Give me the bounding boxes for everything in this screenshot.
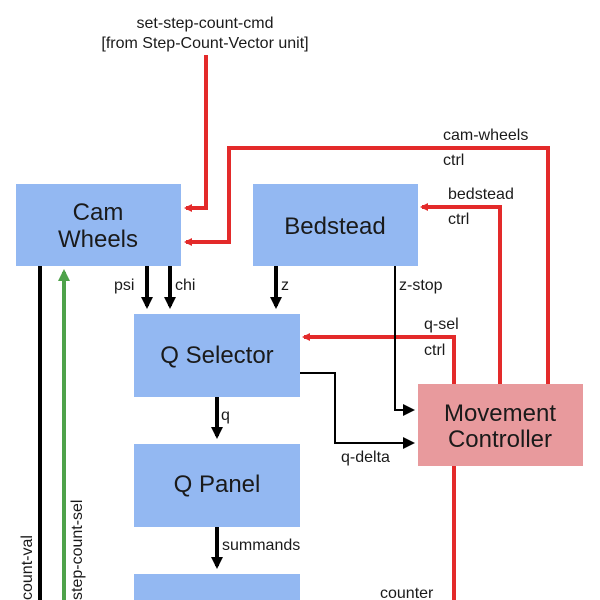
- z-label: z: [281, 277, 289, 294]
- cam-wheels-ctrl-label-line1: cam-wheels: [443, 127, 528, 144]
- movement-controller-label-line2: Controller: [448, 426, 552, 453]
- movement-controller-label-line1: Movement: [444, 400, 556, 427]
- z-stop-wire: [394, 266, 415, 416]
- z-stop-label: z-stop: [399, 277, 443, 294]
- movement-controller-block[interactable]: Movement Controller: [418, 384, 583, 466]
- bedstead-block[interactable]: Bedstead: [253, 184, 418, 266]
- external-input-label-line2: [from Step-Count-Vector unit]: [101, 35, 308, 52]
- bottom-block[interactable]: [134, 574, 300, 600]
- q-panel-block[interactable]: Q Panel: [134, 444, 300, 527]
- chi-label: chi: [175, 277, 195, 294]
- q-sel-ctrl-label-line1: q-sel: [424, 316, 459, 333]
- cam-wheels-label-line1: Cam: [73, 199, 124, 226]
- q-sel-ctrl-label-line2: ctrl: [424, 342, 445, 359]
- q-panel-label: Q Panel: [174, 471, 261, 498]
- q-selector-block[interactable]: Q Selector: [134, 314, 300, 397]
- q-label: q: [221, 407, 230, 424]
- count-val-label: count-val: [19, 535, 36, 600]
- cam-wheels-block[interactable]: Cam Wheels: [16, 184, 181, 266]
- set-step-count-cmd-wire: [184, 55, 208, 212]
- cam-wheels-ctrl-label-line2: ctrl: [443, 152, 464, 169]
- cam-wheels-ctrl-wire: [184, 146, 550, 384]
- bedstead-ctrl-label-line1: bedstead: [448, 186, 514, 203]
- q-delta-label: q-delta: [341, 449, 390, 466]
- bedstead-ctrl-label-line2: ctrl: [448, 211, 469, 228]
- cam-wheels-label-line2: Wheels: [58, 226, 138, 253]
- step-count-sel-label: step-count-sel: [69, 500, 86, 600]
- counter-label: counter: [380, 585, 434, 600]
- q-sel-ctrl-wire: [302, 333, 456, 384]
- q-selector-label: Q Selector: [160, 342, 273, 369]
- summands-label: summands: [222, 537, 300, 554]
- q-delta-wire: [300, 372, 415, 449]
- bedstead-ctrl-wire: [420, 203, 502, 384]
- external-input-label-line1: set-step-count-cmd: [137, 15, 274, 32]
- psi-label: psi: [114, 277, 134, 294]
- bedstead-label: Bedstead: [284, 213, 385, 240]
